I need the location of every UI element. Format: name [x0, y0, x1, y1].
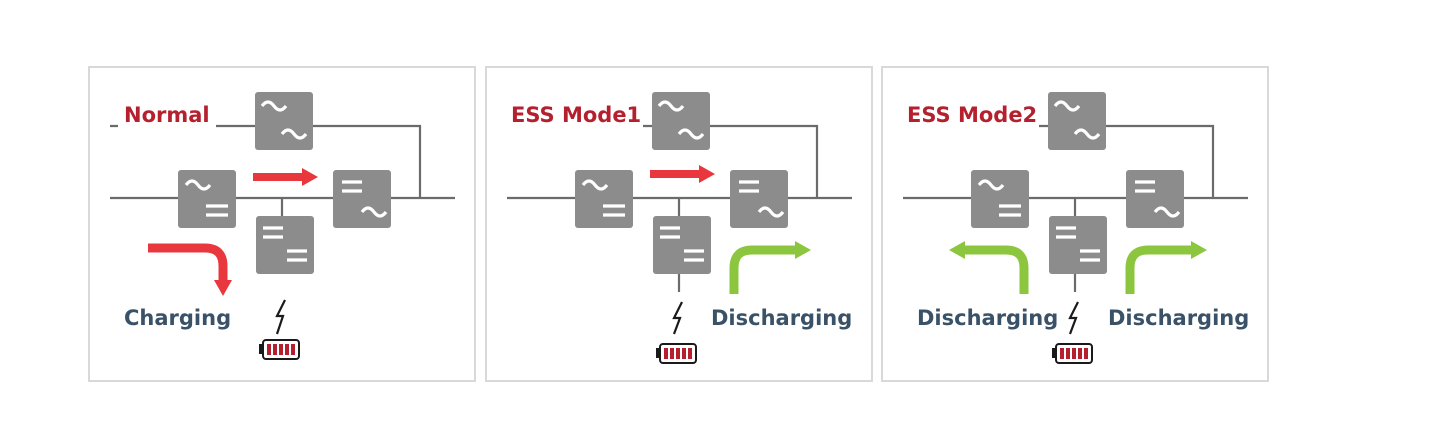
- discharging-arrow-right: [1125, 241, 1207, 294]
- flow-label-charging: Charging: [124, 306, 231, 330]
- dc-dc-converter-icon: [1049, 216, 1107, 274]
- panel-normal: Normal: [88, 66, 476, 382]
- dc-dc-converter-icon: [653, 216, 711, 274]
- lightning-icon: [672, 301, 683, 335]
- flow-label-discharging: Discharging: [711, 306, 852, 330]
- flow-label-discharging-left: Discharging: [917, 306, 1058, 330]
- battery-icon: [656, 343, 697, 364]
- discharging-arrow: [729, 241, 811, 294]
- battery-icon: [1052, 343, 1093, 364]
- ac-ac-converter-icon: [652, 92, 710, 150]
- flow-label-discharging-right: Discharging: [1108, 306, 1249, 330]
- discharging-arrow-left: [949, 241, 1029, 294]
- dc-ac-converter-icon: [1126, 170, 1184, 228]
- charging-arrow: [148, 243, 232, 296]
- mode-title: ESS Mode1: [511, 103, 641, 127]
- dc-dc-converter-icon: [256, 216, 314, 274]
- lightning-icon: [275, 299, 286, 335]
- flow-arrow-right: [650, 165, 715, 183]
- mode-title: Normal: [124, 103, 210, 127]
- ac-ac-converter-icon: [1048, 92, 1106, 150]
- charge-flow-arrow: [253, 168, 318, 186]
- ac-dc-converter-icon: [178, 170, 236, 228]
- battery-icon: [259, 339, 300, 360]
- panel-ess-mode2: ESS Mode2: [881, 66, 1269, 382]
- ac-dc-converter-icon: [971, 170, 1029, 228]
- dc-ac-converter-icon: [730, 170, 788, 228]
- ac-dc-converter-icon: [575, 170, 633, 228]
- dc-ac-converter-icon: [333, 170, 391, 228]
- lightning-icon: [1068, 301, 1079, 335]
- mode-title: ESS Mode2: [907, 103, 1037, 127]
- panel-ess-mode1: ESS Mode1: [485, 66, 873, 382]
- ac-ac-converter-icon: [255, 92, 313, 150]
